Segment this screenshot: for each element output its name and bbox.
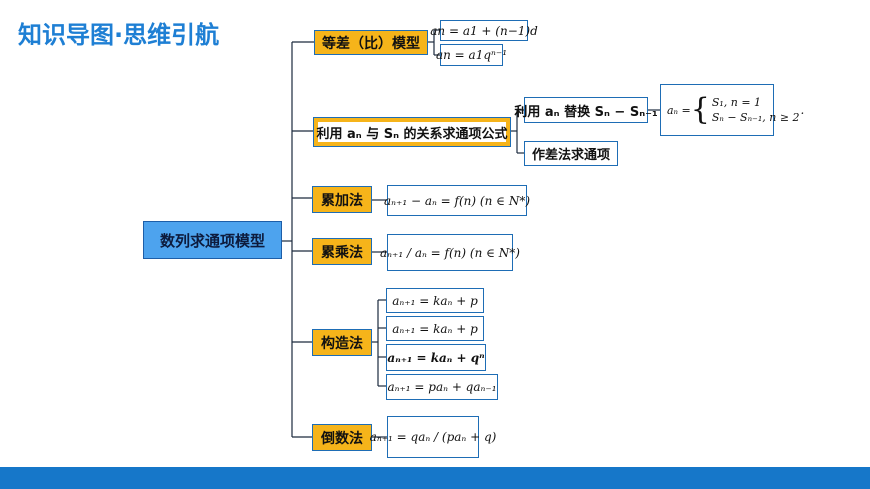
formula-reciprocal: aₙ₊₁ = qaₙ / (paₙ + q) [370, 416, 496, 458]
node-construction: 构造法 [312, 329, 372, 356]
formula-arithmetic: an = a1 + (n−1)d [430, 20, 538, 41]
formula-geometric: an = a1qⁿ⁻¹ [436, 44, 507, 66]
piecewise-end: . [800, 103, 805, 117]
piecewise-lhs: aₙ = [667, 103, 691, 117]
page-title: 知识导图·思维引航 [18, 21, 220, 49]
node-reciprocal: 倒数法 [312, 424, 372, 451]
formula-construction-3: aₙ₊₁ = kaₙ + qⁿ [386, 344, 486, 371]
footer-band [0, 467, 870, 489]
node-replace-an: 利用 aₙ 替换 Sₙ − Sₙ₋₁ [514, 97, 658, 123]
brace-icon: { [690, 92, 710, 127]
formula-construction-2: aₙ₊₁ = kaₙ + p [386, 316, 484, 341]
node-arithmetic-geometric-model: 等差（比）模型 [314, 30, 428, 55]
formula-cumulative-product: aₙ₊₁ / aₙ = f(n) (n ∈ N*) [380, 234, 520, 271]
piecewise-case-2: Sₙ − Sₙ₋₁, n ≥ 2 [711, 111, 800, 124]
root-node: 数列求通项模型 [143, 221, 282, 259]
formula-cumulative-sum: aₙ₊₁ − aₙ = f(n) (n ∈ N*) [384, 185, 530, 216]
formula-construction-1: aₙ₊₁ = kaₙ + p [386, 288, 484, 313]
node-cumulative-product: 累乘法 [312, 238, 372, 265]
piecewise-case-1: S₁, n = 1 [711, 96, 762, 109]
formula-construction-4: aₙ₊₁ = paₙ + qaₙ₋₁ [386, 374, 498, 400]
piecewise-expression: aₙ = { S₁, n = 1 Sₙ − Sₙ₋₁, n ≥ 2 . [667, 95, 804, 125]
node-an-sn-relation: 利用 aₙ 与 Sₙ 的关系求通项公式 [313, 117, 511, 147]
node-cumulative-sum: 累加法 [312, 186, 372, 213]
piecewise-cases: S₁, n = 1 Sₙ − Sₙ₋₁, n ≥ 2 [712, 95, 800, 125]
node-difference-method: 作差法求通项 [524, 141, 618, 166]
formula-piecewise: aₙ = { S₁, n = 1 Sₙ − Sₙ₋₁, n ≥ 2 . [660, 84, 804, 136]
